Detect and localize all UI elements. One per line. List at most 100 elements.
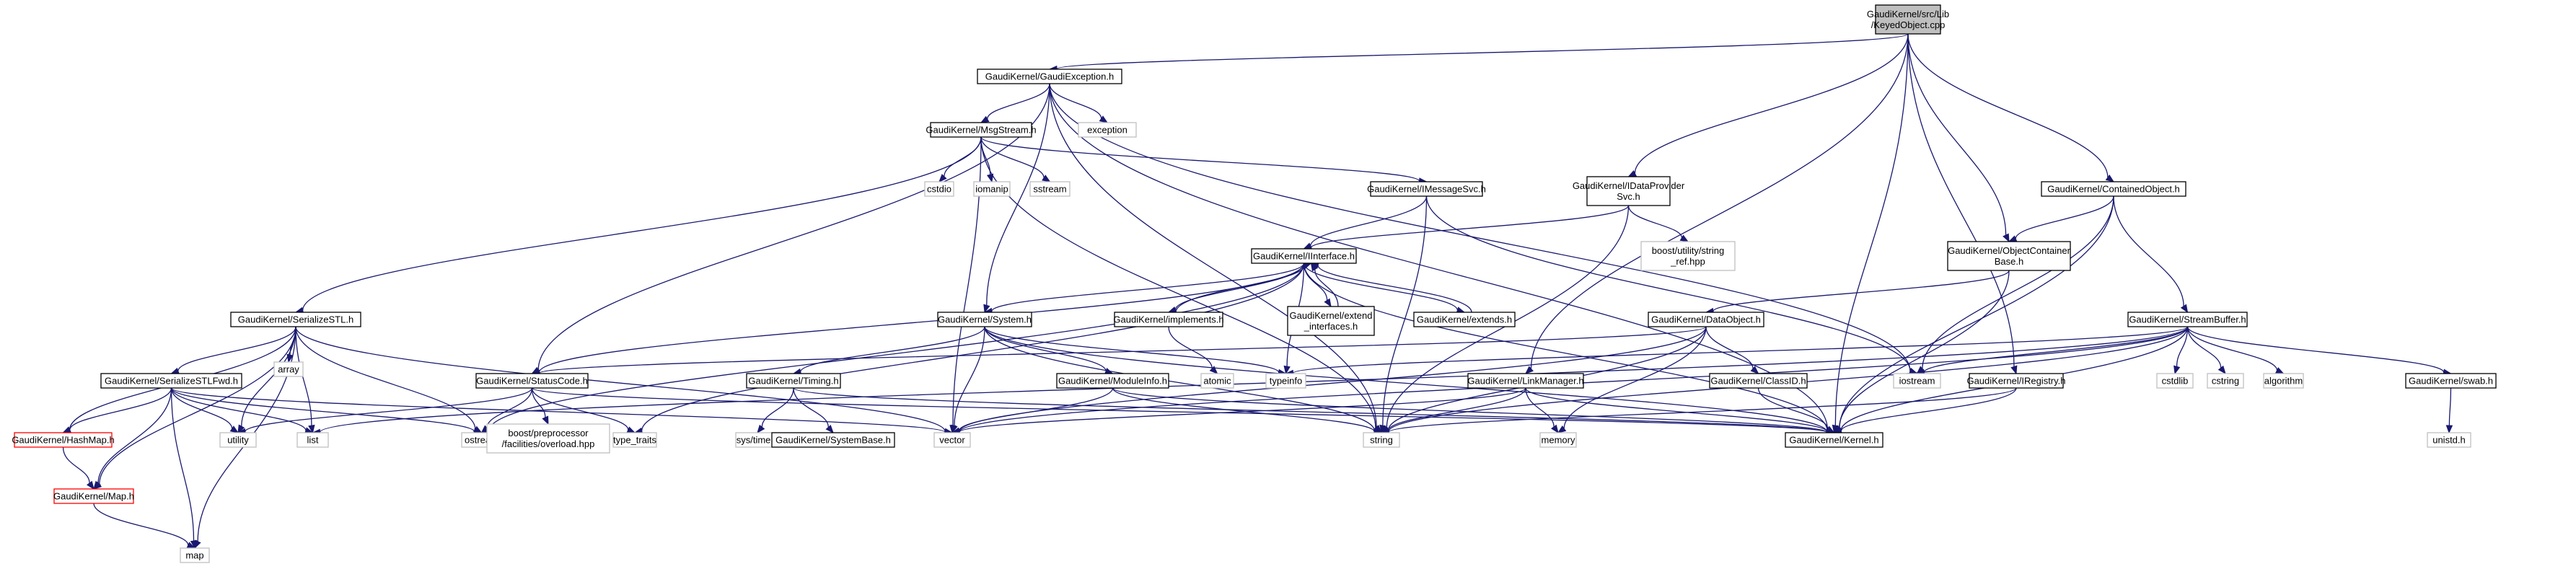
node-label: cstring	[2212, 376, 2239, 387]
node-box	[977, 69, 1122, 84]
node-gaudikernel-kernel-h[interactable]: GaudiKernel/Kernel.h	[1785, 432, 1883, 448]
edge-root-to-ocb	[1907, 33, 2010, 243]
edge-msgstream-to-serstl	[294, 136, 982, 314]
node-label: GaudiKernel/implements.h	[1113, 314, 1223, 325]
edge-line	[987, 83, 1050, 120]
node-gaudikernel-streambuffer-h[interactable]: GaudiKernel/StreamBuffer.h	[2127, 312, 2248, 327]
edge-arrowhead	[1209, 366, 1218, 374]
edge-iiface-to-system	[983, 263, 1305, 315]
node-gaudikernel-serializestlfwd-h[interactable]: GaudiKernel/SerializeSTLFwd.h	[100, 373, 242, 389]
node-label: memory	[1542, 435, 1575, 446]
edge-line	[319, 326, 2189, 433]
edge-ocb-to-dataobj	[1705, 270, 2010, 315]
edge-line	[62, 446, 90, 483]
node-gaudikernel-system-h[interactable]: GaudiKernel/System.h	[937, 312, 1032, 327]
node-box	[475, 373, 589, 389]
edge-streambuf-to-swab	[2186, 326, 2452, 376]
node-boost-utility-string-ref-hpp: boost/utility/string_ref.hpp	[1640, 241, 1736, 271]
edge-line	[1314, 269, 1339, 307]
node-gaudikernel-iregistry-h[interactable]: GaudiKernel/IRegistry.h	[1966, 373, 2066, 389]
node-gaudikernel-systembase-h[interactable]: GaudiKernel/SystemBase.h	[771, 432, 895, 448]
node-label: /facilities/overload.hpp	[502, 438, 595, 449]
edge-line	[2113, 195, 2184, 306]
node-box	[1287, 306, 1375, 336]
node-gaudikernel-implements-h[interactable]: GaudiKernel/implements.h	[1113, 312, 1224, 327]
edge-iiface-to-extends	[1303, 263, 1466, 314]
edge-line	[1634, 33, 1909, 174]
edge-serstlfwd-to-map	[170, 387, 198, 550]
node-gaudikernel-linkmanager-h[interactable]: GaudiKernel/LinkManager.h	[1467, 373, 1584, 389]
node-gaudikernel-swab-h[interactable]: GaudiKernel/swab.h	[2405, 373, 2497, 389]
node-gaudikernel-imessagesvc-h[interactable]: GaudiKernel/IMessageSvc.h	[1367, 181, 1486, 197]
edge-line	[1310, 205, 1630, 249]
edge-line	[1840, 387, 2017, 431]
node-gaudikernel-classid-h[interactable]: GaudiKernel/ClassID.h	[1709, 373, 1808, 389]
node-gaudikernel-extend-interfaces-h[interactable]: GaudiKernel/extend_interfaces.h	[1287, 306, 1375, 336]
node-box	[1893, 373, 1941, 389]
node-label: sstream	[1033, 184, 1066, 195]
edge-arrowhead	[1283, 365, 1291, 375]
edge-line	[984, 326, 1280, 374]
edge-timing-to-sysbase	[793, 387, 834, 434]
node-iomanip: iomanip	[973, 181, 1011, 197]
node-label: GaudiKernel/HashMap.h	[12, 435, 114, 446]
edge-root-to-kernel	[1832, 33, 1909, 434]
node-gaudikernel-gaudiexception-h[interactable]: GaudiKernel/GaudiException.h	[977, 69, 1122, 84]
node-label: _ref.hpp	[1670, 256, 1705, 267]
node-label: vector	[939, 435, 965, 446]
node-label: iomanip	[975, 184, 1008, 195]
edge-line	[531, 387, 546, 418]
node-label: GaudiKernel/IInterface.h	[1253, 251, 1355, 262]
node-gaudikernel-map-h[interactable]: GaudiKernel/Map.h	[53, 488, 134, 504]
node-box	[296, 432, 329, 448]
node-gaudikernel-extends-h[interactable]: GaudiKernel/extends.h	[1413, 312, 1516, 327]
node-box	[973, 181, 1011, 197]
node-label: GaudiKernel/Map.h	[53, 491, 134, 502]
edge-line	[97, 387, 172, 484]
node-iostream: iostream	[1893, 373, 1941, 389]
edge-arrowhead	[86, 480, 94, 490]
edge-line	[1923, 326, 2189, 373]
edge-line	[69, 387, 172, 431]
edge-line	[1839, 195, 2114, 428]
node-box	[180, 547, 210, 563]
edge-root-to-iregistry	[1907, 33, 2018, 375]
node-label: iostream	[1899, 376, 1935, 387]
edge-iiface-to-typetraits	[633, 263, 1305, 435]
edge-dataobj-to-classid	[1705, 326, 1759, 374]
edge-line	[170, 387, 475, 433]
node-gaudikernel-msgstream-h[interactable]: GaudiKernel/MsgStream.h	[926, 122, 1037, 138]
node-box	[273, 361, 304, 377]
node-gaudikernel-dataobject-h[interactable]: GaudiKernel/DataObject.h	[1648, 312, 1764, 327]
node-gaudikernel-hashmap-h[interactable]: GaudiKernel/HashMap.h	[12, 432, 115, 448]
node-box	[1648, 312, 1764, 327]
edge-arrowhead	[951, 424, 958, 434]
node-gaudikernel-containedobject-h[interactable]: GaudiKernel/ContainedObject.h	[2041, 181, 2186, 197]
node-gaudikernel-serializestl-h[interactable]: GaudiKernel/SerializeSTL.h	[230, 312, 361, 327]
edge-line	[531, 387, 1828, 433]
node-label: GaudiKernel/SystemBase.h	[775, 435, 891, 446]
node-box	[1265, 373, 1306, 389]
node-gaudikernel-statuscode-h[interactable]: GaudiKernel/StatusCode.h	[475, 373, 589, 389]
edge-system-to-vector	[951, 326, 985, 434]
node-box	[1640, 241, 1736, 271]
edge-line	[2015, 195, 2114, 239]
node-unistd-h: unistd.h	[2427, 432, 2471, 448]
node-gaudikernel-src-lib-keyedobject-cpp[interactable]: GaudiKernel/src/Lib/KeyedObject.cpp	[1867, 4, 1949, 35]
node-gaudikernel-moduleinfo-h[interactable]: GaudiKernel/ModuleInfo.h	[1056, 373, 1169, 389]
edge-line	[1839, 270, 2010, 428]
edge-line	[954, 326, 985, 426]
node-typeinfo: typeinfo	[1265, 373, 1306, 389]
node-gaudikernel-iinterface-h[interactable]: GaudiKernel/IInterface.h	[1251, 248, 1357, 264]
edge-root-to-exc	[1048, 33, 1909, 73]
node-box	[1056, 373, 1169, 389]
edge-root-to-linkmgr	[1524, 33, 1909, 374]
node-box	[486, 423, 610, 454]
edge-line	[295, 326, 312, 426]
node-vector: vector	[933, 432, 971, 448]
node-gaudikernel-timing-h[interactable]: GaudiKernel/Timing.h	[746, 373, 841, 389]
node-box	[219, 432, 257, 448]
